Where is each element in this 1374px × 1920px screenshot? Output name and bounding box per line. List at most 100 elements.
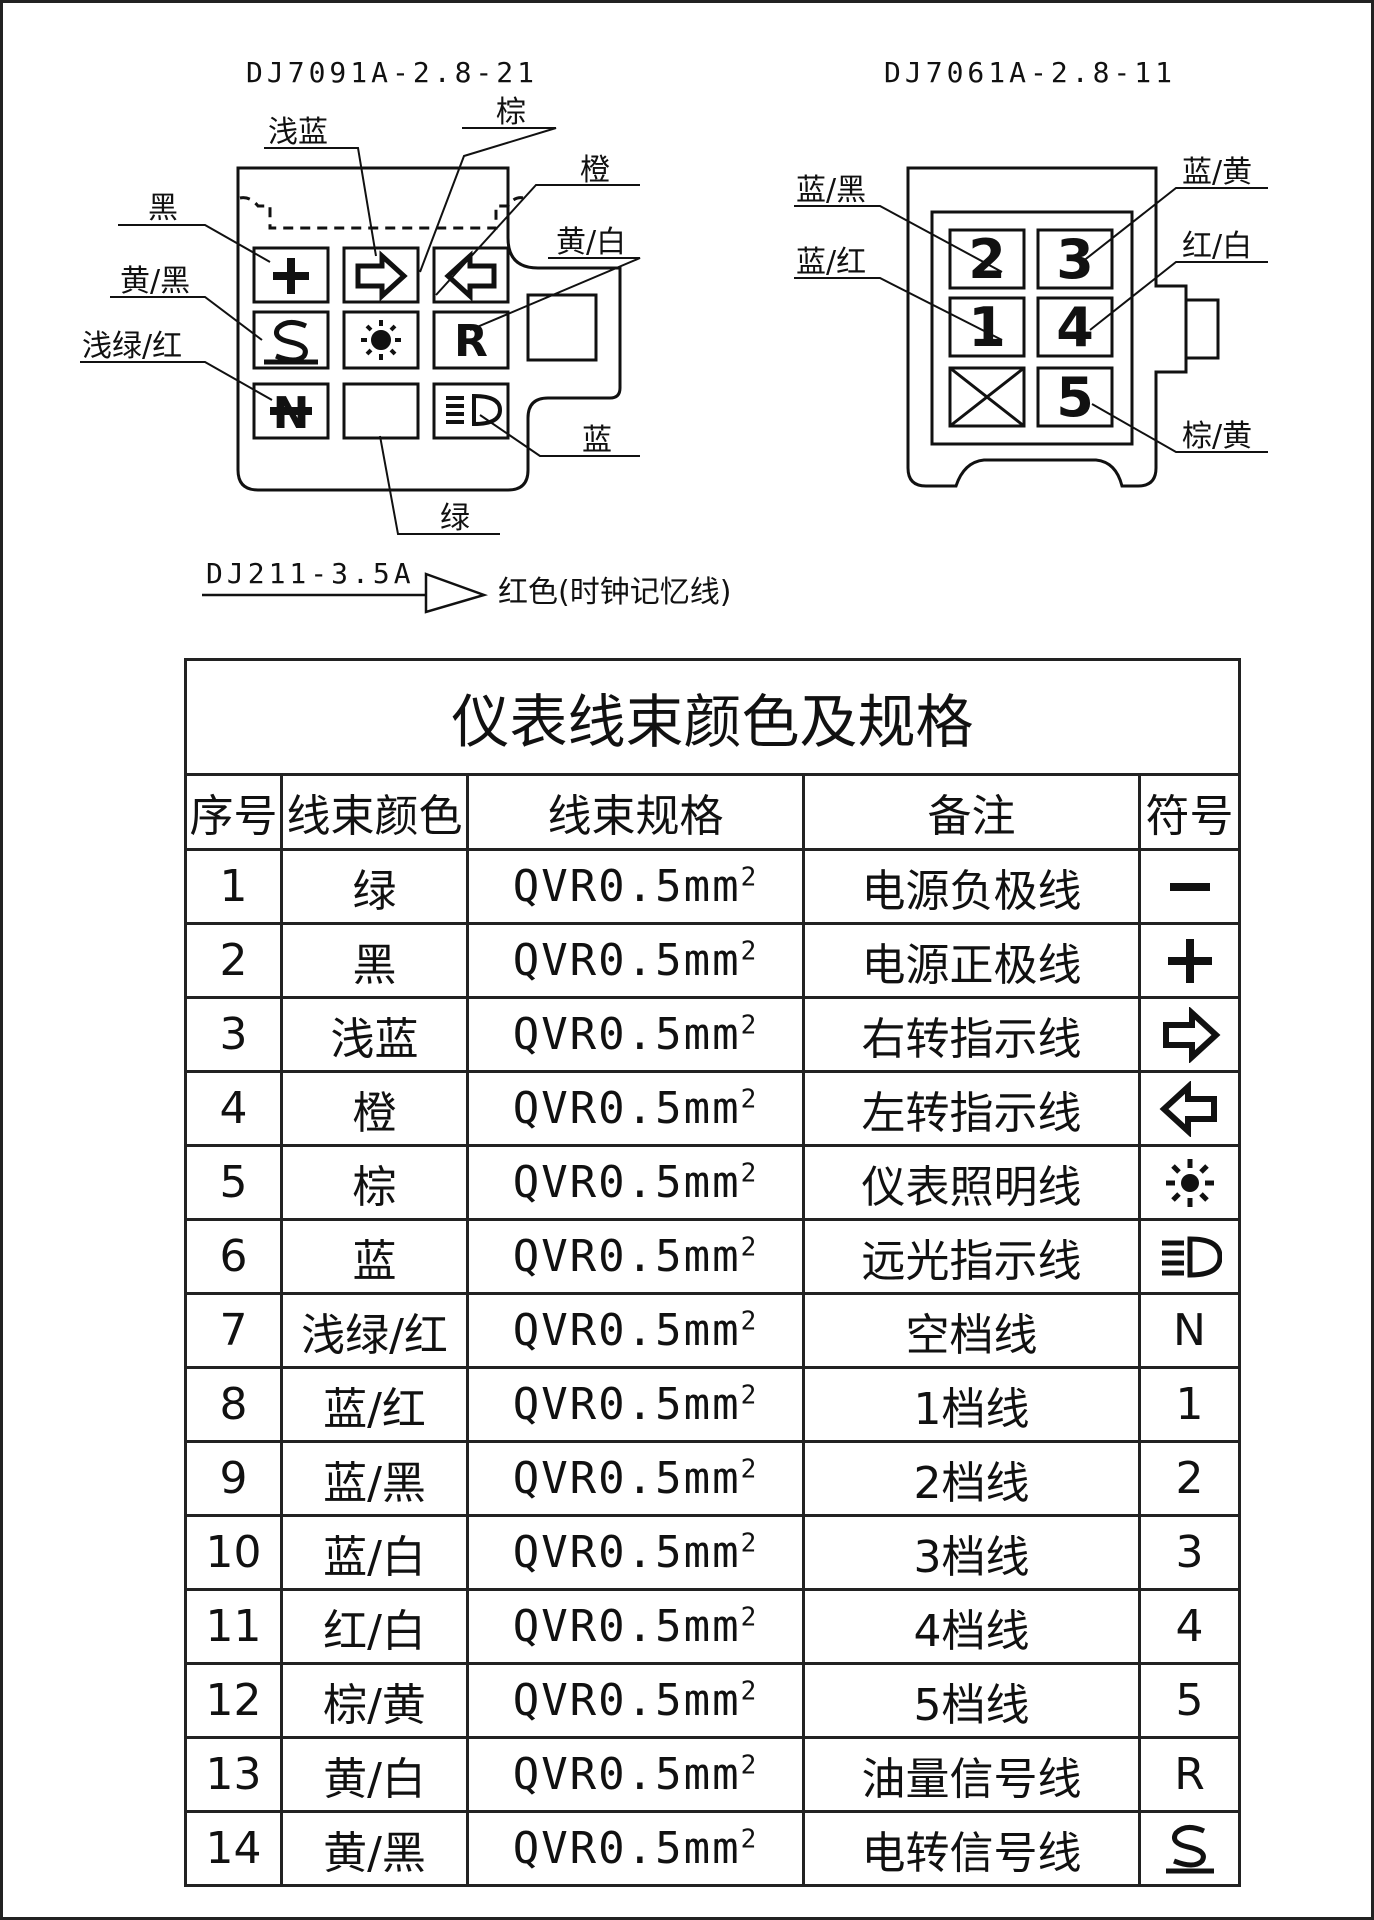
cell-color: 棕 bbox=[280, 1144, 469, 1221]
cell-symbol bbox=[1137, 1070, 1242, 1147]
cell-symbol bbox=[1137, 1218, 1242, 1295]
spec-base: QVR0.5mm bbox=[512, 1675, 741, 1726]
cell-remark: 远光指示线 bbox=[802, 1218, 1141, 1295]
spec-exponent: 2 bbox=[740, 1528, 759, 1559]
cell-symbol: 2 bbox=[1137, 1440, 1242, 1517]
cell-color: 浅绿/红 bbox=[280, 1292, 469, 1369]
cell-color: 绿 bbox=[280, 848, 469, 925]
fuse-symbol: DJ211-3.5A 红色(时钟记忆线) bbox=[202, 557, 731, 614]
cell-remark: 仪表照明线 bbox=[802, 1144, 1141, 1221]
cell-spec: QVR0.5mm2 bbox=[466, 996, 805, 1073]
label-light-green-red: 浅绿/红 bbox=[82, 329, 182, 364]
symbol-text: 5 bbox=[1175, 1675, 1204, 1726]
cell-remark: 电源正极线 bbox=[802, 922, 1141, 999]
cell-spec: QVR0.5mm2 bbox=[466, 1218, 805, 1295]
spec-base: QVR0.5mm bbox=[512, 1231, 741, 1282]
cell-spec: QVR0.5mm2 bbox=[466, 1514, 805, 1591]
cell-no: 12 bbox=[184, 1662, 283, 1739]
cell-remark: 电源负极线 bbox=[802, 848, 1141, 925]
s-wave-icon bbox=[264, 320, 318, 365]
cell-symbol bbox=[1137, 1144, 1242, 1221]
symbol-text: N bbox=[1173, 1305, 1206, 1356]
table-header-row: 序号 线束颜色 线束规格 备注 符号 bbox=[184, 773, 1242, 851]
left-symbols: R N bbox=[264, 250, 503, 439]
right-model: DJ7061A-2.8-11 bbox=[884, 56, 1176, 89]
header-no: 序号 bbox=[184, 773, 283, 851]
spec-base: QVR0.5mm bbox=[512, 1823, 741, 1874]
spec-exponent: 2 bbox=[740, 862, 759, 893]
cell-spec: QVR0.5mm2 bbox=[466, 1736, 805, 1813]
header-spec: 线束规格 bbox=[466, 773, 805, 851]
spec-exponent: 2 bbox=[740, 1602, 759, 1633]
cell-symbol: N bbox=[1137, 1292, 1242, 1369]
fuse-model: DJ211-3.5A bbox=[206, 557, 415, 590]
cell-symbol bbox=[1137, 1810, 1242, 1887]
cell-color: 棕/黄 bbox=[280, 1662, 469, 1739]
spec-exponent: 2 bbox=[740, 1454, 759, 1485]
cell-symbol: 1 bbox=[1137, 1366, 1242, 1443]
cell-color: 蓝/白 bbox=[280, 1514, 469, 1591]
cell-remark: 5档线 bbox=[802, 1662, 1141, 1739]
cell-no: 4 bbox=[184, 1070, 283, 1147]
left-model: DJ7091A-2.8-21 bbox=[246, 56, 538, 89]
spec-base: QVR0.5mm bbox=[512, 1379, 741, 1430]
high-beam-icon bbox=[1141, 1231, 1238, 1283]
cell-symbol: 3 bbox=[1137, 1514, 1242, 1591]
right-pin-numbers: 2 3 1 4 5 bbox=[968, 228, 1094, 429]
spec-exponent: 2 bbox=[740, 1084, 759, 1115]
header-symbol: 符号 bbox=[1137, 773, 1242, 851]
header-remark: 备注 bbox=[802, 773, 1141, 851]
spec-base: QVR0.5mm bbox=[512, 861, 741, 912]
connector-diagram: R N 黑 浅蓝 棕 橙 黄/白 黄/黑 浅绿/红 蓝 绿 DJ7091A-2.… bbox=[80, 56, 1268, 614]
cell-no: 7 bbox=[184, 1292, 283, 1369]
arrow-right-icon bbox=[355, 250, 408, 302]
cell-color: 黄/白 bbox=[280, 1736, 469, 1813]
cell-remark: 左转指示线 bbox=[802, 1070, 1141, 1147]
symbol-text: R bbox=[1174, 1749, 1205, 1800]
sun-icon bbox=[361, 320, 401, 360]
spec-exponent: 2 bbox=[740, 1824, 759, 1855]
cell-no: 5 bbox=[184, 1144, 283, 1221]
cell-spec: QVR0.5mm2 bbox=[466, 1588, 805, 1665]
spec-exponent: 2 bbox=[740, 1232, 759, 1263]
label-brown-yellow: 棕/黄 bbox=[1182, 419, 1252, 454]
high-beam-icon bbox=[446, 393, 503, 427]
cell-spec: QVR0.5mm2 bbox=[466, 1070, 805, 1147]
cell-no: 8 bbox=[184, 1366, 283, 1443]
spec-exponent: 2 bbox=[740, 1158, 759, 1189]
arrow-left-icon bbox=[444, 250, 497, 302]
spec-exponent: 2 bbox=[740, 1306, 759, 1337]
sun-icon bbox=[1141, 1155, 1238, 1211]
plus-icon bbox=[273, 258, 309, 294]
header-color: 线束颜色 bbox=[280, 773, 469, 851]
label-black: 黑 bbox=[148, 191, 178, 226]
cell-spec: QVR0.5mm2 bbox=[466, 1144, 805, 1221]
spec-exponent: 2 bbox=[740, 936, 759, 967]
cell-spec: QVR0.5mm2 bbox=[466, 1810, 805, 1887]
spec-base: QVR0.5mm bbox=[512, 1009, 741, 1060]
symbol-text: 3 bbox=[1175, 1527, 1204, 1578]
pin-3: 3 bbox=[1056, 228, 1094, 291]
spec-base: QVR0.5mm bbox=[512, 935, 741, 986]
cell-symbol: R bbox=[1137, 1736, 1242, 1813]
cell-spec: QVR0.5mm2 bbox=[466, 1366, 805, 1443]
cell-symbol: 5 bbox=[1137, 1662, 1242, 1739]
left-connector bbox=[236, 166, 622, 492]
cell-no: 14 bbox=[184, 1810, 283, 1887]
label-light-blue: 浅蓝 bbox=[268, 115, 328, 150]
spec-base: QVR0.5mm bbox=[512, 1157, 741, 1208]
cell-remark: 1档线 bbox=[802, 1366, 1141, 1443]
cell-remark: 右转指示线 bbox=[802, 996, 1141, 1073]
label-blue-black: 蓝/黑 bbox=[796, 173, 866, 208]
label-orange: 橙 bbox=[580, 153, 610, 188]
s-wave-icon bbox=[1141, 1821, 1238, 1877]
cell-no: 13 bbox=[184, 1736, 283, 1813]
label-blue-red: 蓝/红 bbox=[796, 245, 866, 280]
cell-symbol bbox=[1137, 922, 1242, 999]
